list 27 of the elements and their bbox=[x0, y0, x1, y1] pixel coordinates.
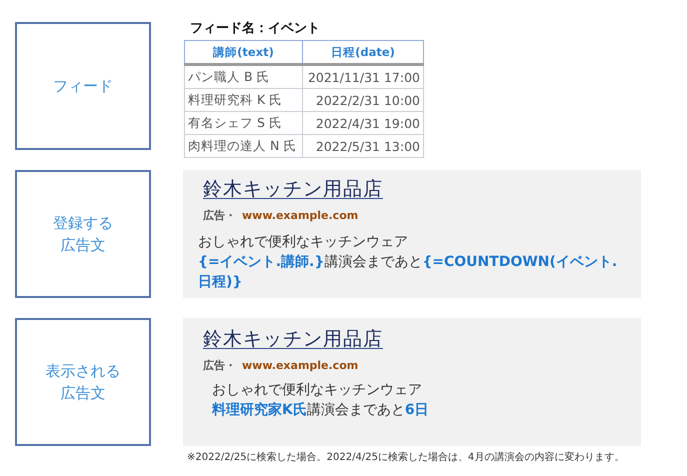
row-label-box: 表示される広告文 bbox=[15, 318, 151, 446]
table-cell: 有名シェフ S 氏 bbox=[184, 112, 303, 134]
ad-label: 広告・ bbox=[203, 209, 236, 222]
table-cell: パン職人 B 氏 bbox=[184, 64, 303, 88]
table-cell: 2022/5/31 13:00 bbox=[302, 134, 424, 158]
display-url: www.example.com bbox=[242, 209, 358, 222]
ad-description: {=イベント.講師.}講演会まであと{=COUNTDOWN(イベント.日程)} bbox=[198, 253, 618, 292]
column-header: 講師(text) bbox=[184, 40, 303, 64]
ad-preview-panel bbox=[183, 170, 641, 298]
ad-headline: 鈴木キッチン用品店 bbox=[203, 327, 383, 352]
table-cell: 2021/11/31 17:00 bbox=[302, 64, 424, 88]
table-title: フィード名：イベント bbox=[190, 20, 320, 37]
ad-label: 広告・ bbox=[203, 359, 236, 372]
ad-description: 料理研究家K氏講演会まであと6日 bbox=[212, 400, 430, 420]
table-cell: 2022/4/31 19:00 bbox=[302, 112, 424, 134]
ad-headline: 鈴木キッチン用品店 bbox=[203, 177, 383, 202]
footnote: ※2022/2/25に検索した場合。2022/4/25に検索した場合は、4月の講演会の内容に変わります。 bbox=[187, 450, 624, 464]
table-cell: 料理研究科 K 氏 bbox=[184, 88, 303, 112]
table-cell: 2022/2/31 10:00 bbox=[302, 88, 424, 112]
row-label-box: 登録する広告文 bbox=[15, 170, 151, 298]
display-url: www.example.com bbox=[242, 359, 358, 372]
table-cell: 肉料理の達人 N 氏 bbox=[184, 134, 303, 158]
row-label-box: フィード bbox=[15, 22, 151, 150]
column-header: 日程(date) bbox=[302, 40, 424, 64]
ad-description: おしゃれで便利なキッチンウェア bbox=[212, 381, 423, 400]
ad-preview-panel bbox=[183, 318, 641, 446]
ad-description: おしゃれで便利なキッチンウェア bbox=[198, 233, 409, 252]
